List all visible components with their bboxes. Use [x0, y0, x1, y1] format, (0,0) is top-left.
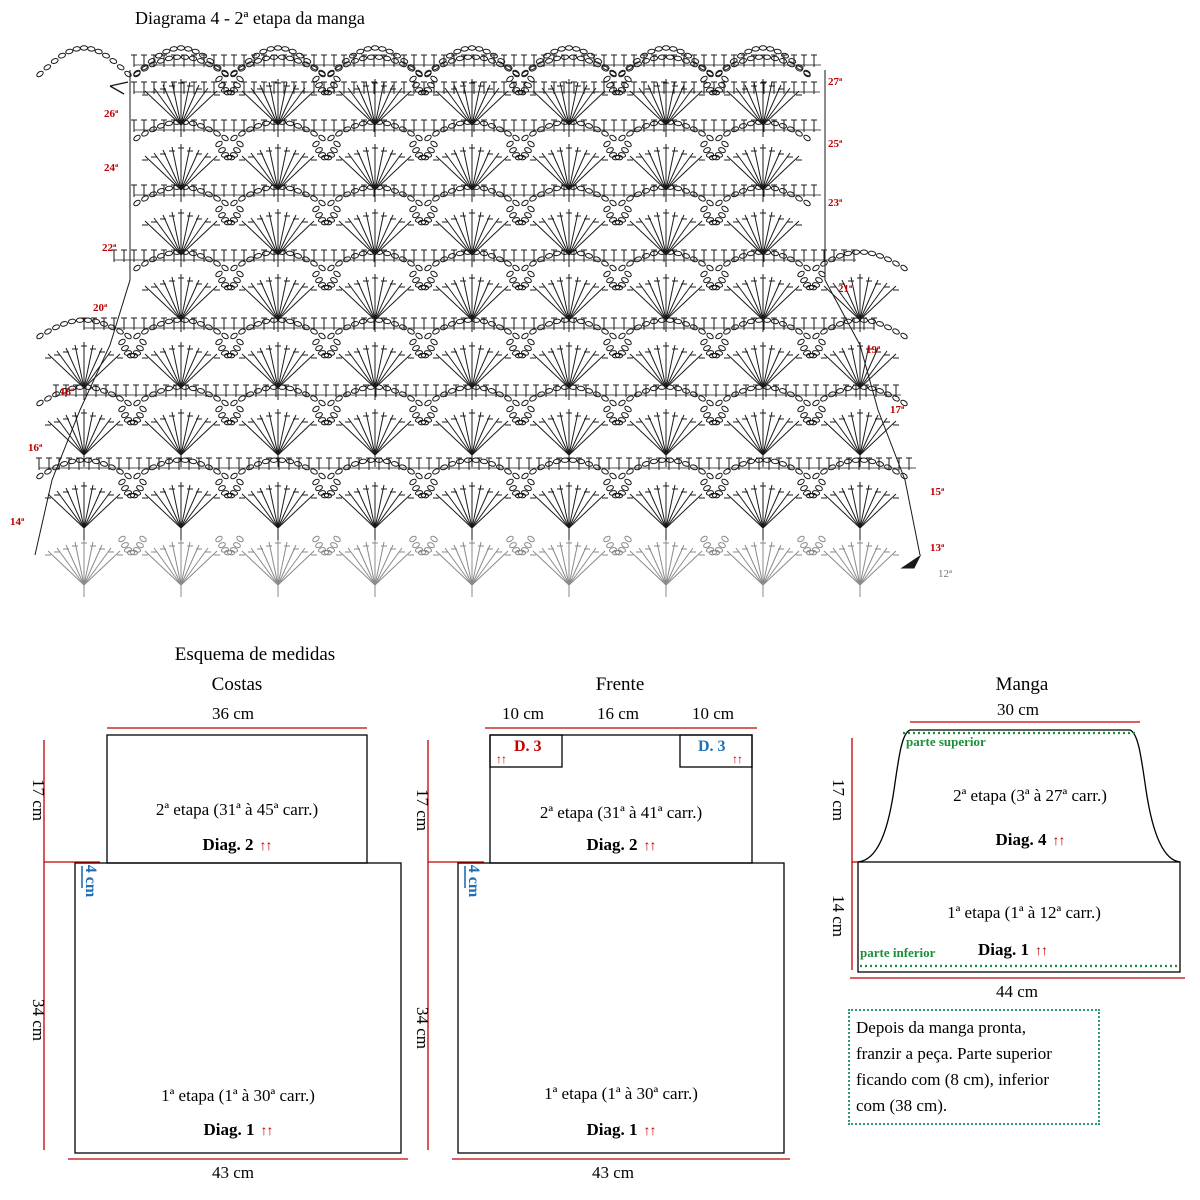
row-label-base: 12ª [938, 568, 953, 580]
costas-upper-height: 17 cm [29, 778, 48, 822]
frente-left-width: 10 cm [502, 704, 545, 723]
manga-upper-diag: Diag. 4↑↑ [995, 830, 1066, 849]
frente-right-width: 10 cm [692, 704, 735, 723]
up-arrows-icon: ↑↑ [496, 752, 507, 766]
costas-offset: 4 cm [82, 864, 99, 898]
costas-bottom-width: 43 cm [212, 1163, 255, 1182]
manga-cap-outline [857, 729, 1181, 863]
up-arrows-icon: ↑↑ [732, 752, 743, 766]
costas-lower-height: 34 cm [29, 998, 48, 1042]
note-line: franzir a peça. Parte superior [856, 1044, 1052, 1063]
frente-lower-panel [457, 862, 785, 1154]
row-label: 22ª [102, 242, 117, 254]
manga-title: Manga [995, 674, 1049, 695]
manga-bottom-width: 44 cm [996, 982, 1039, 1001]
costas-lower-diag: Diag. 1↑↑ [203, 1120, 274, 1139]
frente-right-strap [679, 734, 753, 768]
costas-upper-diag: Diag. 2↑↑ [202, 835, 273, 854]
costas-title: Costas [211, 674, 263, 695]
manga-upper-step: 2ª etapa (3ª à 27ª carr.) [953, 786, 1107, 805]
costas-top-width: 36 cm [212, 704, 255, 723]
row-label: 18ª [60, 386, 75, 398]
frente-title: Frente [595, 674, 645, 695]
row-label: 14ª [10, 516, 25, 528]
frente-d3-left: D. 3 [514, 738, 542, 755]
row-label: 13ª [930, 542, 945, 554]
row-label: 25ª [828, 138, 843, 150]
up-arrows-icon: ↑↑ [643, 1124, 657, 1139]
costas-lower-step: 1ª etapa (1ª à 30ª carr.) [161, 1086, 315, 1105]
up-arrows-icon: ↑↑ [260, 1124, 274, 1139]
row-label: 26ª [104, 108, 119, 120]
up-arrows-icon: ↑↑ [643, 839, 657, 854]
up-arrows-icon: ↑↑ [1052, 834, 1066, 849]
frente-lower-step: 1ª etapa (1ª à 30ª carr.) [544, 1084, 698, 1103]
manga-note: Depois da manga pronta, franzir a peça. … [848, 1009, 1100, 1125]
row-label: 23ª [828, 197, 843, 209]
manga-top-label: parte superior [906, 734, 986, 749]
up-arrows-icon: ↑↑ [1035, 944, 1048, 959]
manga-lower-step: 1ª etapa (1ª à 12ª carr.) [947, 903, 1101, 922]
diagram4-title: Diagrama 4 - 2ª etapa da manga [135, 8, 365, 28]
chart-stitches [34, 45, 922, 597]
manga-upper-height: 17 cm [829, 778, 848, 822]
costas-lower-panel [74, 862, 402, 1154]
schema-title: Esquema de medidas [174, 644, 336, 665]
crochet-chart [34, 45, 922, 597]
row-label: 27ª [828, 76, 843, 88]
frente-mid-width: 16 cm [597, 704, 640, 723]
row-label: 24ª [104, 162, 119, 174]
row-label: 20ª [93, 302, 108, 314]
row-label: 19ª [866, 344, 881, 356]
note-line: ficando com (8 cm), inferior [856, 1070, 1050, 1089]
frente-upper-height: 17 cm [413, 788, 432, 832]
manga-lower-panel [857, 861, 1181, 973]
manga-top-width: 30 cm [997, 700, 1040, 719]
frente-upper-step: 2ª etapa (31ª à 41ª carr.) [539, 803, 703, 822]
row-label: 21ª [838, 283, 853, 295]
row-label: 17ª [890, 404, 905, 416]
manga-lower-diag: Diag. 1↑↑ [978, 940, 1048, 959]
row-label: 15ª [930, 486, 945, 498]
frente-d3-right: D. 3 [698, 738, 726, 755]
frente-bottom-width: 43 cm [592, 1163, 635, 1182]
manga-bottom-label: parte inferior [860, 945, 936, 960]
frente-left-strap [489, 734, 563, 768]
note-line: com (38 cm). [856, 1096, 948, 1115]
note-line: Depois da manga pronta, [856, 1018, 1026, 1037]
row-label: 16ª [28, 442, 43, 454]
frente-offset: 4 cm [465, 864, 482, 898]
frente-lower-height: 34 cm [413, 1006, 432, 1050]
up-arrows-icon: ↑↑ [259, 839, 273, 854]
costas-upper-step: 2ª etapa (31ª à 45ª carr.) [155, 800, 319, 819]
manga-lower-height: 14 cm [829, 894, 848, 938]
frente-upper-diag: Diag. 2↑↑ [586, 835, 657, 854]
frente-lower-diag: Diag. 1↑↑ [586, 1120, 657, 1139]
